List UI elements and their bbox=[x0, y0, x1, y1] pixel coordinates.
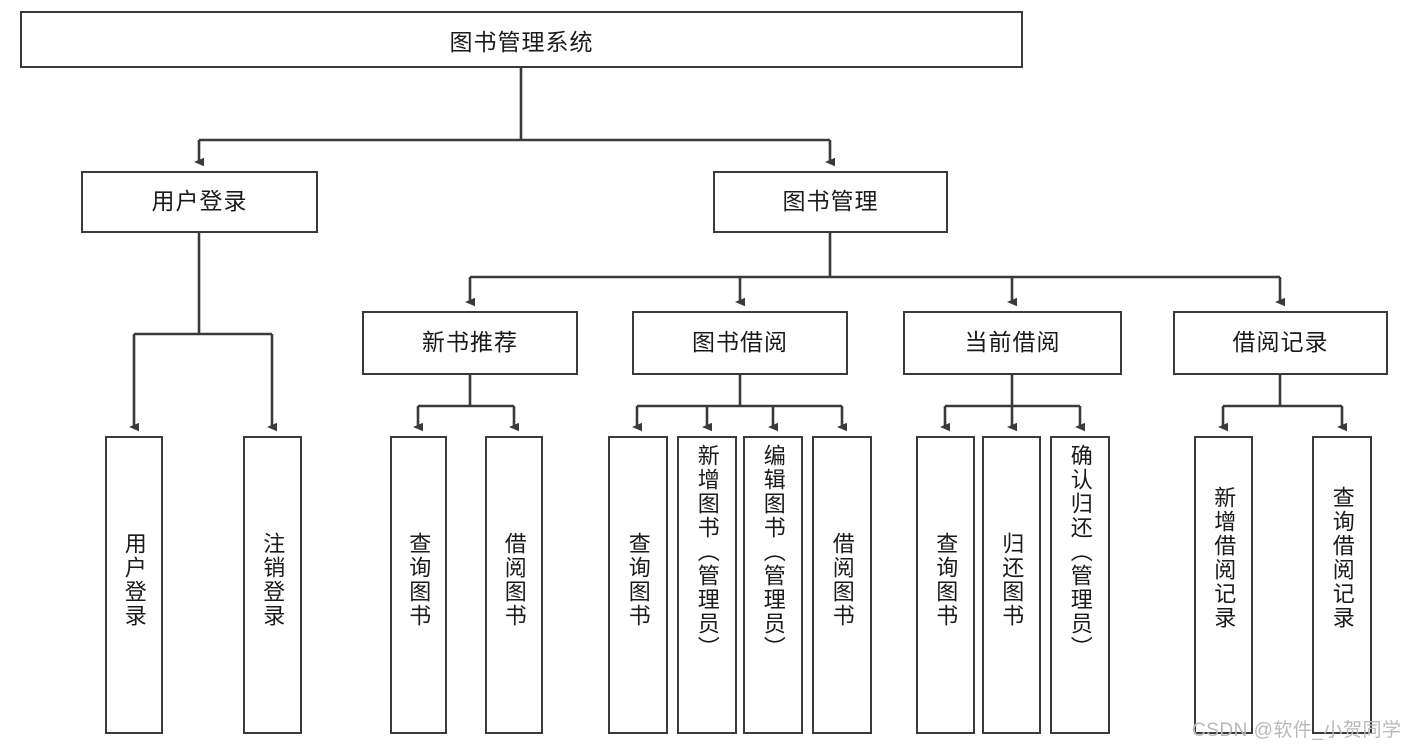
node-current-borrow-label: 当前借阅 bbox=[964, 329, 1061, 356]
node-book-manage-label: 图书管理 bbox=[782, 188, 879, 215]
node-leaf-query-book-3-label: 查询图书 bbox=[933, 532, 959, 628]
node-book-borrow[interactable]: 图书借阅 bbox=[632, 311, 848, 375]
node-borrow-record[interactable]: 借阅记录 bbox=[1173, 311, 1388, 375]
node-leaf-edit-book-admin[interactable]: 编辑图书（管理员） bbox=[743, 436, 803, 734]
node-root-label: 图书管理系统 bbox=[449, 28, 594, 55]
node-leaf-borrow-book-1-label: 借阅图书 bbox=[501, 532, 527, 628]
node-leaf-edit-book-admin-label: 编辑图书（管理员） bbox=[760, 444, 786, 660]
node-leaf-return-book-label: 归还图书 bbox=[999, 532, 1025, 628]
node-user-login[interactable]: 用户登录 bbox=[81, 171, 318, 233]
node-new-book-rec-label: 新书推荐 bbox=[422, 329, 518, 356]
node-leaf-add-borrow-record[interactable]: 新增借阅记录 bbox=[1194, 436, 1253, 734]
node-leaf-query-book-1-label: 查询图书 bbox=[406, 532, 432, 628]
node-leaf-query-borrow-record-label: 查询借阅记录 bbox=[1329, 486, 1355, 630]
node-leaf-query-book-3[interactable]: 查询图书 bbox=[916, 436, 975, 734]
node-leaf-confirm-return-admin[interactable]: 确认归还（管理员） bbox=[1050, 436, 1110, 734]
node-current-borrow[interactable]: 当前借阅 bbox=[903, 311, 1122, 375]
node-leaf-logout[interactable]: 注销登录 bbox=[243, 436, 302, 734]
node-leaf-user-login[interactable]: 用户登录 bbox=[105, 436, 163, 734]
node-leaf-query-book-2[interactable]: 查询图书 bbox=[608, 436, 668, 734]
node-leaf-borrow-book-2[interactable]: 借阅图书 bbox=[812, 436, 872, 734]
node-new-book-rec[interactable]: 新书推荐 bbox=[362, 311, 578, 375]
node-leaf-confirm-return-admin-label: 确认归还（管理员） bbox=[1067, 444, 1093, 660]
node-book-manage[interactable]: 图书管理 bbox=[713, 171, 948, 233]
node-leaf-return-book[interactable]: 归还图书 bbox=[982, 436, 1041, 734]
node-leaf-borrow-book-1[interactable]: 借阅图书 bbox=[485, 436, 543, 734]
node-leaf-query-book-2-label: 查询图书 bbox=[625, 532, 651, 628]
node-leaf-add-book-admin[interactable]: 新增图书（管理员） bbox=[677, 436, 737, 734]
node-root-system[interactable]: 图书管理系统 bbox=[20, 11, 1023, 68]
node-leaf-user-login-label: 用户登录 bbox=[121, 532, 147, 628]
node-borrow-record-label: 借阅记录 bbox=[1232, 329, 1329, 356]
node-leaf-logout-label: 注销登录 bbox=[260, 532, 286, 628]
node-leaf-query-borrow-record[interactable]: 查询借阅记录 bbox=[1312, 436, 1372, 734]
csdn-watermark: CSDN @软件_小贺同学 bbox=[1192, 720, 1402, 741]
node-leaf-add-book-admin-label: 新增图书（管理员） bbox=[694, 444, 720, 660]
node-book-borrow-label: 图书借阅 bbox=[692, 329, 788, 356]
node-leaf-borrow-book-2-label: 借阅图书 bbox=[829, 532, 855, 628]
node-leaf-query-book-1[interactable]: 查询图书 bbox=[390, 436, 447, 734]
node-leaf-add-borrow-record-label: 新增借阅记录 bbox=[1211, 486, 1237, 630]
node-user-login-label: 用户登录 bbox=[151, 188, 248, 215]
